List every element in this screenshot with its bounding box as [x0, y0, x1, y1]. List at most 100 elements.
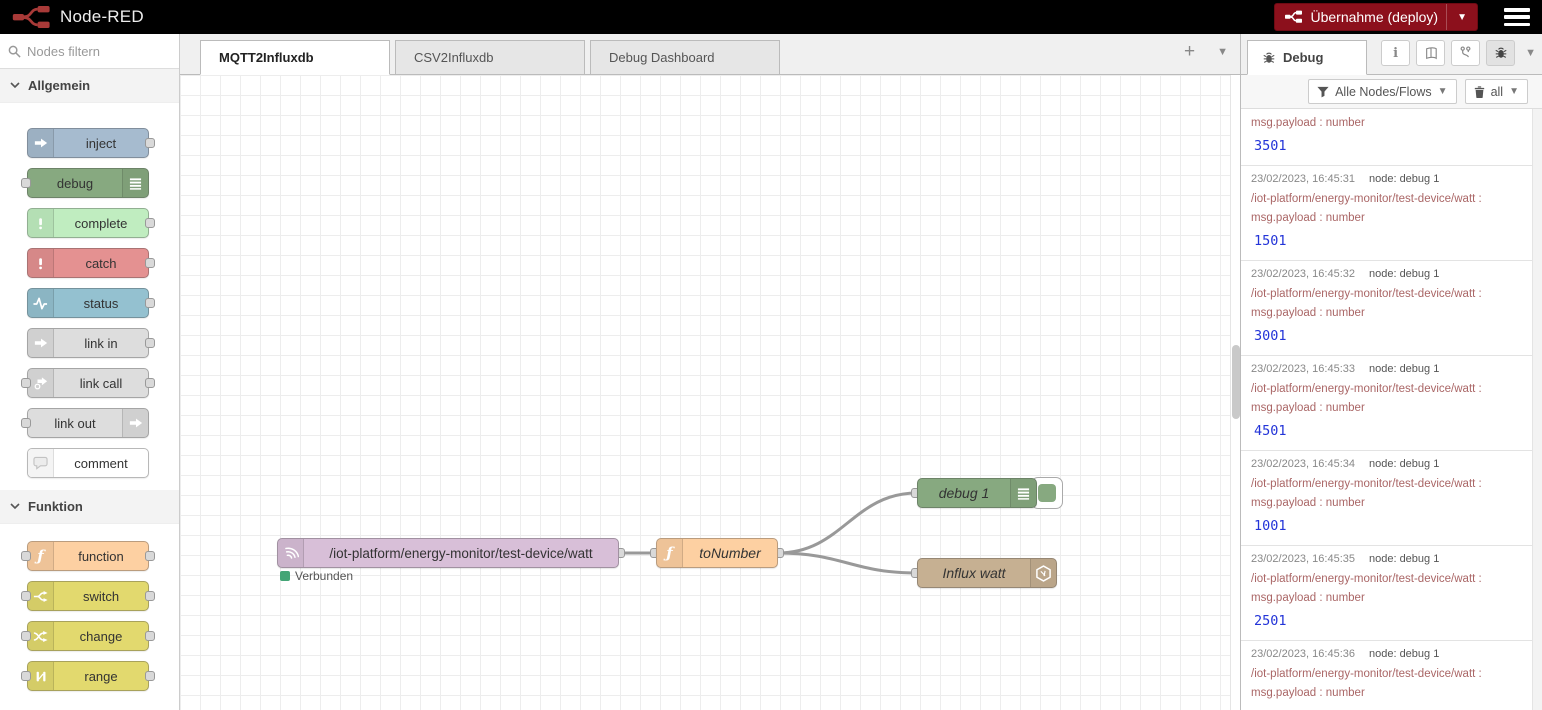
output-port[interactable]: [145, 378, 155, 388]
palette-node-function[interactable]: ƒ function: [21, 541, 155, 571]
range-icon: [28, 662, 54, 690]
function-icon: ƒ: [657, 539, 683, 567]
tab-debug-dashboard[interactable]: Debug Dashboard: [590, 40, 780, 74]
flow-node-debug1[interactable]: debug 1: [911, 477, 1063, 509]
canvas-vertical-scrollbar[interactable]: [1230, 75, 1240, 710]
output-port[interactable]: [145, 298, 155, 308]
mqtt-node-status: Verbunden: [280, 569, 353, 583]
palette-node-debug[interactable]: debug: [21, 168, 149, 198]
palette-node-link-out[interactable]: link out: [21, 408, 149, 438]
app-title: Node-RED: [60, 7, 144, 26]
palette-node-switch[interactable]: switch: [21, 581, 155, 611]
source-node: node: debug 1: [1368, 173, 1440, 185]
flow-list-caret-icon[interactable]: ▼: [1217, 45, 1228, 58]
menu-icon[interactable]: [1504, 8, 1530, 26]
output-port[interactable]: [145, 218, 155, 228]
deploy-label: Übernahme (deploy): [1310, 9, 1439, 25]
inject-arrow-icon: [28, 129, 54, 157]
help-book-button[interactable]: [1416, 40, 1446, 66]
filter-nodes-button[interactable]: Alle Nodes/Flows ▼: [1308, 79, 1457, 104]
output-port[interactable]: [145, 138, 155, 148]
pulse-icon: [28, 289, 54, 317]
palette-node-comment[interactable]: comment: [27, 448, 149, 478]
debug-messages-button[interactable]: [1486, 40, 1516, 66]
status-connected-dot: [280, 571, 290, 581]
palette-section-funktion[interactable]: Funktion: [0, 490, 179, 524]
palette-node-inject[interactable]: inject: [27, 128, 155, 158]
output-port[interactable]: [145, 338, 155, 348]
palette-search-input[interactable]: [27, 43, 157, 59]
tab-mqtt2influxdb[interactable]: MQTT2Influxdb: [200, 40, 390, 75]
influxdb-icon: [1030, 559, 1056, 587]
palette-node-status[interactable]: status: [27, 288, 155, 318]
output-port[interactable]: [145, 258, 155, 268]
clear-messages-button[interactable]: all ▼: [1464, 79, 1528, 104]
source-node: node: debug 1: [1368, 648, 1440, 660]
debug-message: msg.payload : number 3501: [1241, 109, 1532, 166]
debug-scrollbar[interactable]: [1532, 109, 1542, 710]
input-port[interactable]: [21, 378, 31, 388]
debug-message-list[interactable]: msg.payload : number 3501 23/02/2023, 16…: [1241, 109, 1542, 710]
source-node: node: debug 1: [1368, 553, 1440, 565]
project-branch-button[interactable]: [1451, 40, 1481, 66]
input-port[interactable]: [21, 631, 31, 641]
output-port[interactable]: [145, 671, 155, 681]
search-icon: [8, 45, 21, 58]
input-port[interactable]: [21, 591, 31, 601]
deploy-button[interactable]: Übernahme (deploy) ▼: [1274, 3, 1478, 31]
flow-node-influx-watt[interactable]: Influx watt: [911, 558, 1057, 588]
tab-csv2influxdb[interactable]: CSV2Influxdb: [395, 40, 585, 74]
palette-node-link-in[interactable]: link in: [27, 328, 155, 358]
palette-node-range[interactable]: range: [21, 661, 155, 691]
list-icon: [122, 169, 148, 197]
message-topic: /iot-platform/energy-monitor/test-device…: [1251, 193, 1482, 205]
tab-debug[interactable]: Debug: [1247, 40, 1367, 75]
scrollbar-thumb[interactable]: [1232, 345, 1240, 419]
palette-node-change[interactable]: change: [21, 621, 155, 651]
flow-node-tonumber[interactable]: ƒ toNumber: [650, 538, 784, 568]
header-bar: Node-RED Übernahme (deploy) ▼: [0, 0, 1542, 34]
palette-section-allgemein[interactable]: Allgemein: [0, 69, 179, 103]
payload-value: 1501: [1254, 233, 1287, 249]
arrow-right-icon: [28, 329, 54, 357]
input-port[interactable]: [21, 671, 31, 681]
arrow-call-icon: [28, 369, 54, 397]
mqtt-radio-waves-icon: [278, 539, 304, 567]
output-port[interactable]: [145, 591, 155, 601]
flow-node-mqtt-in[interactable]: /iot-platform/energy-monitor/test-device…: [277, 538, 625, 568]
workspace: MQTT2Influxdb CSV2Influxdb Debug Dashboa…: [180, 34, 1240, 710]
flow-canvas[interactable]: /iot-platform/energy-monitor/test-device…: [180, 75, 1240, 710]
palette-node-catch[interactable]: catch: [27, 248, 155, 278]
section-label: Funktion: [28, 499, 83, 514]
input-port[interactable]: [21, 178, 31, 188]
source-node: node: debug 1: [1368, 458, 1440, 470]
add-flow-icon[interactable]: +: [1184, 41, 1196, 62]
switch-icon: [28, 582, 54, 610]
branch-icon: [1460, 46, 1471, 58]
message-topic: /iot-platform/energy-monitor/test-device…: [1251, 573, 1482, 585]
sidebar-debug-panel: Debug i ▼: [1240, 34, 1542, 710]
trash-icon: [1474, 85, 1484, 98]
book-icon: [1425, 46, 1437, 59]
debug-toolbar: Alle Nodes/Flows ▼ all ▼: [1241, 75, 1542, 109]
output-port[interactable]: [145, 631, 155, 641]
payload-value: 4501: [1254, 423, 1287, 439]
timestamp: 23/02/2023, 16:45:34: [1251, 458, 1355, 470]
palette-node-link-call[interactable]: link call: [21, 368, 155, 398]
info-button[interactable]: i: [1381, 40, 1411, 66]
deploy-options-caret[interactable]: ▼: [1446, 4, 1477, 30]
deploy-icon: [1285, 10, 1303, 23]
output-port[interactable]: [145, 551, 155, 561]
palette-search[interactable]: [0, 34, 179, 69]
payload-value: 1001: [1254, 518, 1287, 534]
flow-wires: [617, 491, 919, 575]
timestamp: 23/02/2023, 16:45:31: [1251, 173, 1355, 185]
input-port[interactable]: [21, 418, 31, 428]
sidebar-options-caret-icon[interactable]: ▼: [1525, 47, 1536, 59]
palette-node-complete[interactable]: complete: [27, 208, 155, 238]
payload-value: 2501: [1254, 613, 1287, 629]
input-port[interactable]: [21, 551, 31, 561]
